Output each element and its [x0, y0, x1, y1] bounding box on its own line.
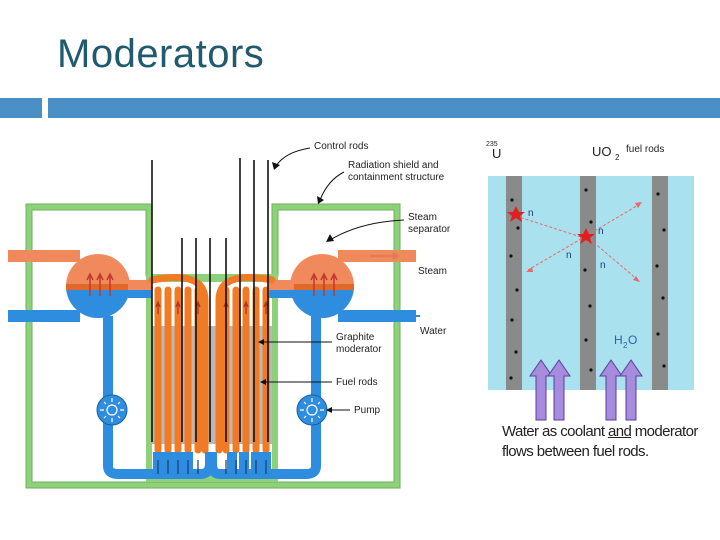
title-underline-bar — [48, 98, 720, 118]
label-fuel-rods-right: fuel rods — [626, 144, 664, 155]
label-neutron-3: n — [566, 250, 572, 261]
graphite-moderator — [152, 326, 272, 444]
caption-part1: Water as coolant — [502, 423, 608, 440]
core-side-left — [146, 274, 152, 482]
label-h2o-h: H — [614, 333, 623, 347]
caption-underlined: and — [607, 423, 632, 440]
label-water: Water — [420, 326, 447, 337]
fission-star-1 — [507, 206, 525, 222]
caption-line2: flows between fuel rods. — [502, 443, 649, 460]
steam-pipe-left — [8, 250, 80, 262]
slide-title: Moderators — [57, 32, 265, 76]
label-steam: Steam — [418, 266, 447, 277]
fuel-rod-2 — [580, 176, 596, 390]
label-radiation-shield-1: Radiation shield and — [348, 160, 439, 171]
leader-lines — [260, 147, 405, 411]
label-uo2: UO — [592, 144, 612, 159]
caption-part2: moderator — [631, 423, 699, 440]
leader-arrowheads — [258, 162, 334, 413]
label-graphite-1: Graphite — [336, 332, 375, 343]
water-pipe-left — [8, 310, 80, 322]
control-rods — [151, 158, 269, 442]
pump-right — [296, 394, 328, 426]
label-control-rods: Control rods — [314, 141, 368, 152]
reactor-schematic: Control rods Radiation shield and contai… — [8, 141, 451, 489]
label-h2o-sub: 2 — [623, 341, 628, 350]
label-pump: Pump — [354, 405, 381, 416]
fuel-rod-1 — [506, 176, 522, 390]
neutron-paths — [515, 203, 641, 281]
fuel-channels — [148, 274, 276, 454]
water-flow-arrows — [529, 359, 643, 421]
steam-flow-arrows — [86, 272, 338, 296]
label-steam-separator-1: Steam — [408, 212, 437, 223]
fuel-flow-arrows — [155, 300, 269, 314]
title-underline-accent — [0, 98, 42, 118]
label-steam-separator-2: separator — [408, 224, 451, 235]
label-fuel-rods: Fuel rods — [336, 377, 378, 388]
label-uo2-sub: 2 — [615, 153, 620, 162]
label-u235: U — [492, 146, 501, 161]
pump-left — [96, 394, 128, 426]
core-side-right — [272, 274, 278, 482]
fuel-rod-3 — [652, 176, 668, 390]
label-radiation-shield-2: containment structure — [348, 172, 445, 183]
label-graphite-2: moderator — [336, 344, 382, 355]
label-h2o-o: O — [628, 333, 637, 347]
label-neutron-2: n — [598, 226, 604, 237]
label-neutron-1: n — [528, 208, 534, 219]
core-top-plate — [146, 274, 278, 282]
water-moderator-diagram: 235 U UO 2 fuel rods n n n n H 2 O — [486, 141, 694, 421]
label-u235-mass: 235 — [486, 141, 498, 148]
fission-star-2 — [577, 228, 595, 244]
core-bottom-plate — [146, 474, 278, 482]
water-moderator-caption: Water as coolant and moderator flows bet… — [502, 422, 712, 462]
label-neutron-4: n — [600, 260, 606, 271]
